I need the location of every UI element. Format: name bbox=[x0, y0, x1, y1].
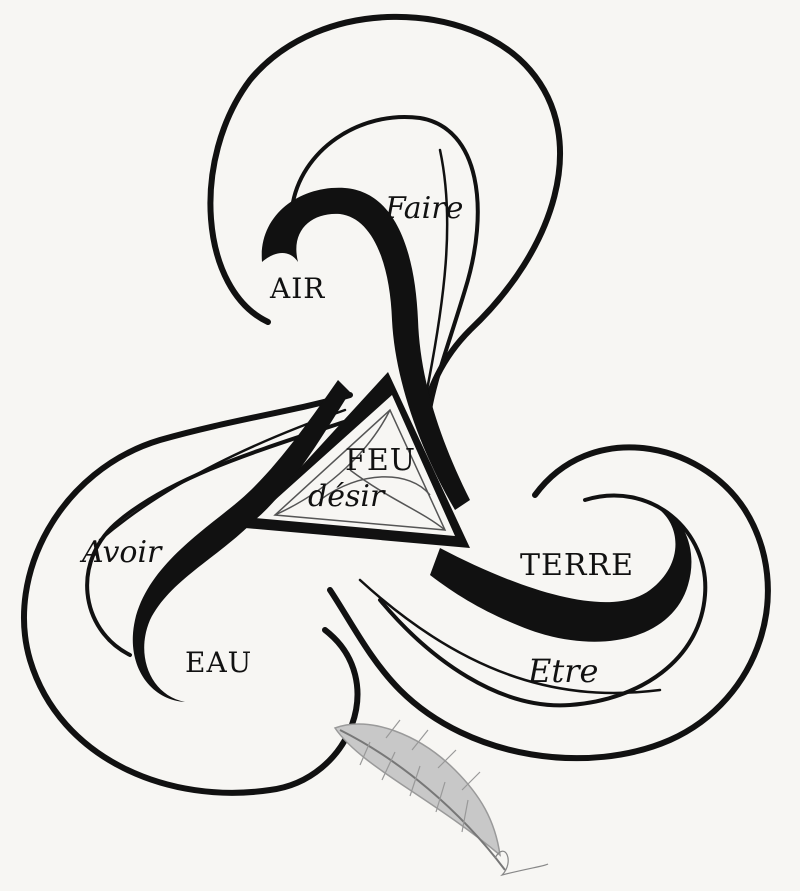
right-thin-line bbox=[358, 578, 662, 695]
feather-quill bbox=[339, 729, 506, 871]
word-terre: TERRE bbox=[520, 548, 634, 583]
word-eau: EAU bbox=[185, 646, 252, 679]
top-outer-loop bbox=[207, 13, 563, 423]
thick-arms bbox=[132, 187, 692, 702]
right-thick-arm bbox=[430, 500, 692, 642]
top-inner-loop bbox=[290, 115, 480, 412]
word-etre: Etre bbox=[527, 652, 598, 690]
right-outer-loop bbox=[327, 444, 771, 762]
feather-barbs bbox=[359, 719, 481, 833]
word-air: AIR bbox=[269, 272, 325, 305]
center-knot-weave bbox=[274, 409, 446, 531]
top-thin-line bbox=[423, 148, 449, 402]
word-avoir: Avoir bbox=[79, 535, 163, 570]
left-inner-loop bbox=[85, 418, 352, 657]
outer-swirls bbox=[21, 13, 771, 796]
signature-mark bbox=[494, 850, 549, 877]
word-feu: FEU bbox=[345, 443, 416, 478]
center-triangle-border bbox=[245, 372, 470, 548]
feather-illustration bbox=[333, 719, 549, 877]
left-thick-arm bbox=[132, 380, 350, 702]
word-desir: désir bbox=[308, 479, 386, 514]
center-triangle-inner bbox=[273, 408, 447, 531]
feather-vane bbox=[333, 723, 502, 857]
center-knot bbox=[273, 408, 447, 531]
word-faire: Faire bbox=[384, 191, 463, 226]
top-thick-arm bbox=[261, 187, 470, 510]
left-outer-loop bbox=[21, 392, 361, 796]
